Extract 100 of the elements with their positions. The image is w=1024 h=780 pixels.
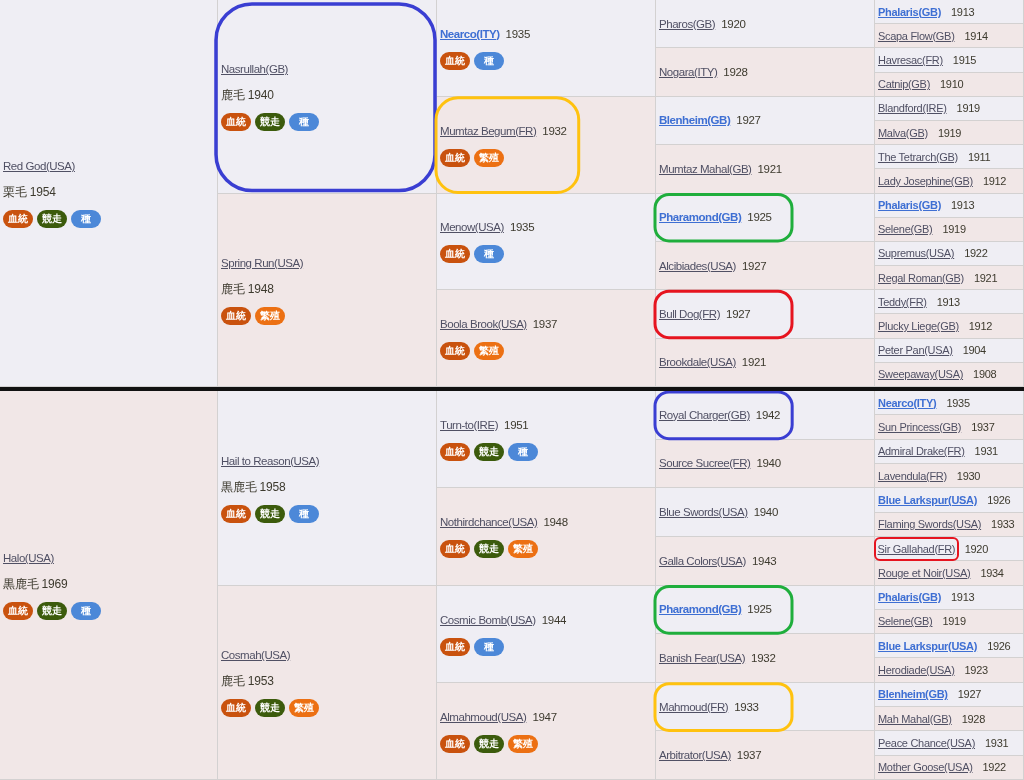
pedigree-cell: [875, 314, 1024, 339]
pedigree-cell: [437, 391, 656, 489]
year-text: 1928: [961, 711, 985, 727]
name-link: Pharamond(GB): [659, 602, 742, 618]
name-link: Cosmic Bomb(USA): [440, 612, 536, 628]
pedigree-cell: [218, 585, 437, 780]
name-link: Phalaris(GB): [878, 198, 942, 214]
year-text: 1928: [723, 65, 748, 81]
year-text: 1937: [736, 748, 762, 764]
pedigree-cell: [0, 391, 218, 780]
year-text: 1911: [967, 149, 991, 165]
pedigree-cell: [218, 193, 437, 387]
pedigree-cell: [875, 536, 1024, 562]
year-text: 1927: [742, 258, 767, 274]
tag-badge: 競走: [255, 699, 285, 718]
pedigree-cell: [875, 755, 1024, 780]
pedigree-cell: [656, 391, 875, 440]
name-link: Nasrullah(GB): [221, 62, 288, 78]
tag-badge: 血統: [440, 540, 470, 559]
year-text: 1921: [741, 355, 767, 371]
pedigree-cell: [875, 217, 1024, 242]
pedigree-cell: [875, 338, 1024, 363]
year-text: 1931: [985, 736, 1009, 752]
tag-badge: 血統: [440, 443, 470, 462]
tag-badge: 競走: [255, 504, 285, 523]
pedigree-cell: [875, 512, 1024, 537]
name-link: Blue Larkspur(USA): [878, 492, 978, 508]
name-link: Spring Run(USA): [221, 255, 304, 271]
name-link: Banish Fear(USA): [659, 650, 746, 666]
name-link: Blenheim(GB): [659, 113, 731, 129]
pedigree-cell: [656, 536, 875, 586]
pedigree-cell: [875, 585, 1024, 610]
name-link: Sweepaway(USA): [878, 367, 964, 383]
name-link: Scapa Flow(GB): [878, 28, 955, 44]
name-link: Rouge et Noir(USA): [878, 565, 971, 581]
pedigree-cell: [218, 391, 437, 586]
tag-badge: 血統: [3, 210, 33, 228]
name-link: Arbitrator(USA): [659, 748, 731, 764]
pedigree-cell: [437, 0, 656, 97]
year-text: 1937: [532, 317, 558, 333]
tag-badge: 競走: [37, 210, 67, 228]
pedigree-cell: [875, 707, 1024, 732]
name-link: Almahmoud(USA): [440, 709, 527, 725]
year-text: 1915: [952, 52, 977, 68]
tag-badge: 種: [474, 51, 504, 70]
pedigree-cell: [875, 488, 1024, 513]
pedigree-cell: [875, 241, 1024, 267]
name-link: Bull Dog(FR): [659, 306, 721, 322]
pedigree-cell: [656, 145, 875, 194]
year-text: 1933: [991, 517, 1015, 533]
pedigree-cell: [875, 120, 1024, 146]
name-link: Hail to Reason(USA): [221, 453, 320, 469]
name-link: Mumtaz Begum(FR): [440, 123, 537, 139]
pedigree-cell: [437, 290, 656, 387]
tag-badge: 種: [508, 443, 538, 462]
tag-badge: 血統: [221, 504, 251, 523]
name-link: Blue Larkspur(USA): [878, 638, 978, 654]
year-text: 1932: [542, 123, 567, 139]
pedigree-cell: [656, 634, 875, 683]
name-link: Mahmoud(FR): [659, 699, 729, 715]
pedigree-cell: [656, 731, 875, 780]
tag-badge: 血統: [221, 306, 251, 325]
pedigree-cell: [0, 0, 218, 387]
pedigree-cell: [437, 682, 656, 780]
year-text: 1913: [951, 590, 975, 606]
year-text: 1919: [956, 101, 980, 117]
year-text: 1919: [937, 125, 962, 141]
tag-badge: 競走: [255, 113, 285, 132]
year-text: 1912: [968, 319, 993, 335]
tag-badge: 血統: [221, 699, 251, 718]
name-link: Mother Goose(USA): [878, 760, 973, 776]
year-text: 1921: [757, 161, 782, 177]
pedigree-cell: [437, 488, 656, 586]
pedigree-cell: [875, 290, 1024, 315]
name-link: Blue Swords(USA): [659, 505, 748, 521]
tag-badge: 繁殖: [289, 699, 319, 718]
name-link: Blenheim(GB): [878, 687, 948, 703]
tag-badge: 種: [289, 504, 319, 523]
pedigree-cell: [656, 0, 875, 49]
name-link: Phalaris(GB): [878, 590, 942, 606]
coat-year-text: 黒鹿毛 1969: [3, 576, 68, 592]
tag-badge: 血統: [440, 734, 470, 753]
pedigree-cell: [656, 439, 875, 489]
pedigree-cell: [656, 241, 875, 291]
tag-badge: 血統: [3, 602, 33, 620]
year-text: 1913: [951, 4, 975, 20]
pedigree-cell: [875, 24, 1024, 49]
pedigree-cell: [875, 658, 1024, 683]
name-link: Sun Princess(GB): [878, 419, 962, 435]
name-link: Malva(GB): [878, 125, 928, 141]
year-text: 1926: [987, 492, 1011, 508]
year-text: 1925: [747, 602, 772, 618]
pedigree-cell: [875, 169, 1024, 194]
year-text: 1943: [751, 553, 777, 569]
tag-badge: 血統: [440, 148, 470, 167]
name-link: Brookdale(USA): [659, 355, 736, 371]
year-text: 1940: [753, 505, 779, 521]
name-link: Blandford(IRE): [878, 101, 947, 117]
year-text: 1927: [957, 687, 982, 703]
year-text: 1913: [951, 198, 975, 214]
